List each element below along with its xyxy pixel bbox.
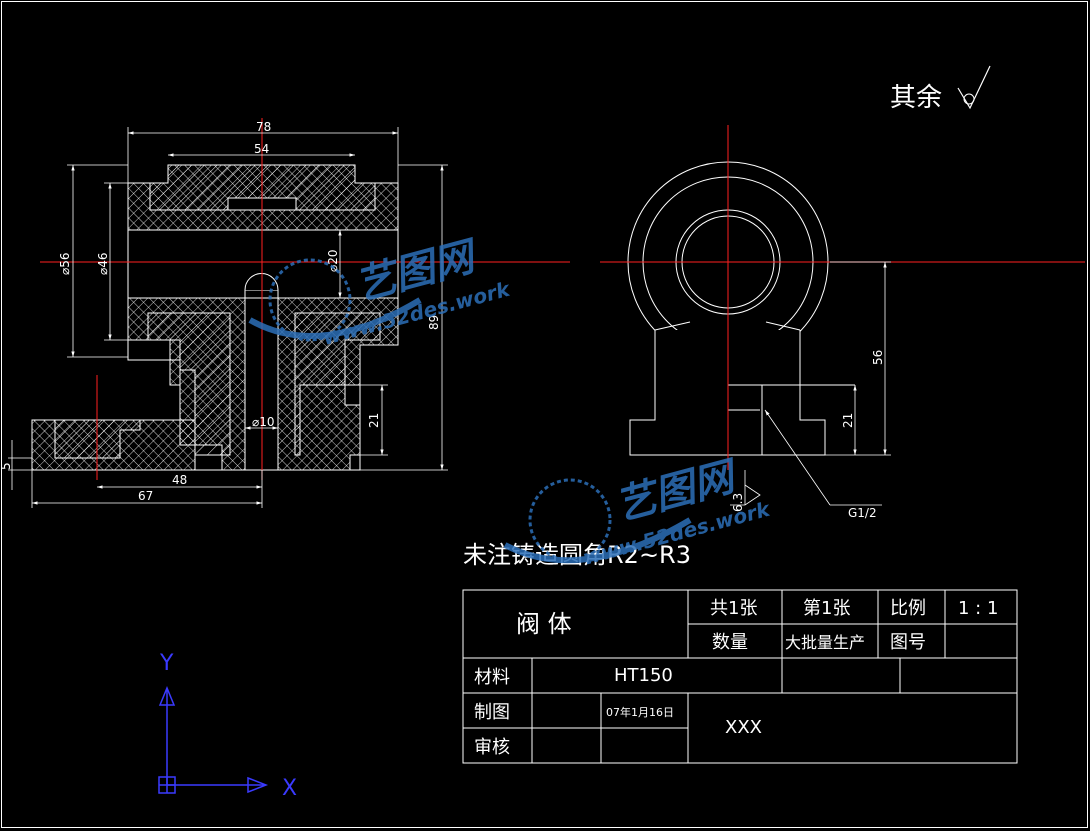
drawn-date: 07年1月16日 — [606, 705, 674, 719]
side-dim-56: 56 — [871, 350, 885, 365]
watermark-globe-icon — [268, 258, 352, 342]
side-fillet-right — [765, 321, 801, 331]
dim-dia-46: ⌀46 — [96, 253, 110, 276]
watermark-swoosh-icon-2 — [503, 517, 692, 564]
sheets-total: 共1张 — [710, 598, 757, 619]
sheet-number: 第1张 — [803, 598, 850, 619]
dim-89: 89 — [427, 315, 441, 330]
ucs-y-label: Y — [159, 651, 174, 676]
surface-roughness-note: 其余 — [890, 65, 991, 113]
production-type: 大批量生产 — [785, 633, 865, 652]
roughness-circle-icon — [963, 93, 975, 105]
ucs-icon — [158, 686, 269, 794]
company-name: XXX — [725, 717, 762, 738]
dim-48: 48 — [172, 473, 187, 487]
dim-54: 54 — [254, 142, 269, 156]
material-value: HT150 — [614, 665, 673, 686]
left-body-hatch — [147, 312, 231, 456]
side-fillet-left — [654, 321, 691, 331]
part-name: 阀 体 — [516, 610, 572, 638]
dim-67: 67 — [138, 489, 153, 503]
dim-dia-56: ⌀56 — [58, 253, 72, 276]
front-view-dimensions — [8, 127, 448, 508]
dim-5: 5 — [0, 462, 13, 470]
side-dim-21: 21 — [841, 413, 855, 428]
side-view-dimension-texts: 56 21 6.3 G1/2 — [731, 350, 885, 520]
watermark-1: 艺图网 www.52des.work — [248, 233, 514, 350]
review-label: 审核 — [474, 737, 510, 758]
scale-label: 比例 — [890, 598, 926, 619]
dim-78: 78 — [256, 120, 271, 134]
ucs-x-label: X — [282, 776, 297, 801]
front-view-centerlines — [40, 118, 570, 480]
dim-dia-10: ⌀10 — [252, 415, 275, 429]
roughness-symbol-icon — [957, 65, 991, 110]
thread-label: G1/2 — [848, 506, 877, 520]
side-view — [627, 161, 855, 456]
scale-value: 1 : 1 — [958, 598, 998, 619]
quantity-label: 数量 — [712, 632, 748, 653]
title-block-texts: 阀 体 共1张 第1张 比例 1 : 1 数量 大批量生产 图号 材料 HT15… — [474, 598, 998, 758]
surface-note-label: 其余 — [890, 83, 942, 113]
dim-dia-20: ⌀20 — [326, 250, 340, 273]
front-view-dimension-texts: 78 54 ⌀56 ⌀46 ⌀20 89 21 ⌀10 5 48 67 — [0, 120, 441, 503]
watermark-swoosh-icon — [248, 297, 422, 339]
top-cover-outline — [127, 164, 399, 231]
material-label: 材料 — [474, 667, 510, 688]
side-view-dimensions — [730, 261, 891, 506]
casting-fillet-note: 未注铸造圆角R2~R3 — [463, 541, 691, 569]
front-view — [31, 164, 399, 471]
drawing-number-label: 图号 — [890, 632, 926, 653]
title-block-frame — [462, 589, 1018, 764]
watermark-globe-icon-2 — [528, 478, 612, 562]
title-block — [462, 589, 1018, 764]
side-roughness-value: 6.3 — [731, 493, 745, 512]
drawn-label: 制图 — [474, 702, 510, 723]
dim-21: 21 — [367, 413, 381, 428]
